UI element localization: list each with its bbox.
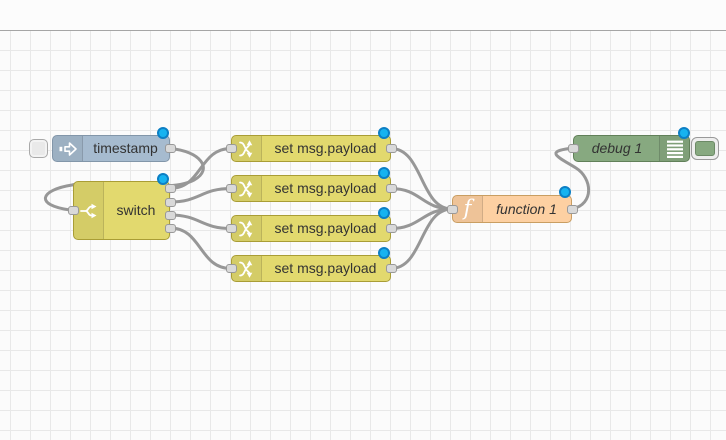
output-port[interactable] — [385, 264, 397, 273]
input-port[interactable] — [225, 224, 237, 233]
input-port[interactable] — [446, 204, 458, 214]
changed-indicator-dot — [157, 173, 169, 185]
input-port[interactable] — [225, 184, 237, 193]
wire-switch-out3-to-set-msg-payload-3[interactable] — [168, 213, 233, 230]
node-timestamp[interactable]: timestamp — [52, 135, 170, 162]
input-port[interactable] — [225, 144, 237, 153]
output-port[interactable] — [385, 224, 397, 233]
wire-switch-out4-to-set-msg-payload-4[interactable] — [168, 226, 233, 270]
change-icon — [232, 136, 262, 161]
wire-set-msg-payload-4-to-function-1[interactable] — [389, 207, 454, 270]
debug-toggle-button[interactable] — [691, 137, 719, 160]
function-f-icon: f — [453, 196, 483, 222]
debug-lines-icon — [659, 136, 689, 161]
changed-indicator-dot — [559, 186, 571, 198]
change-icon — [232, 216, 262, 241]
input-port[interactable] — [567, 144, 579, 153]
node-label: set msg.payload — [274, 220, 377, 236]
changed-indicator-dot — [378, 247, 390, 259]
node-function-1[interactable]: f function 1 — [452, 195, 572, 223]
node-debug-1[interactable]: debug 1 — [573, 135, 690, 162]
changed-indicator-dot — [378, 127, 390, 139]
output-port[interactable] — [164, 197, 176, 207]
output-port[interactable] — [164, 144, 176, 153]
node-set-msg-payload-4[interactable]: set msg.payload — [231, 255, 391, 282]
debug-toggle-enabled-state — [695, 141, 715, 156]
node-set-msg-payload-2[interactable]: set msg.payload — [231, 175, 391, 202]
node-set-msg-payload-3[interactable]: set msg.payload — [231, 215, 391, 242]
change-icon — [232, 176, 262, 201]
output-port[interactable] — [385, 144, 397, 153]
node-label: timestamp — [93, 140, 158, 156]
node-label: switch — [116, 202, 156, 218]
node-label: function 1 — [496, 201, 557, 217]
change-icon — [232, 256, 262, 281]
node-switch[interactable]: switch — [73, 181, 170, 240]
switch-icon — [74, 182, 104, 239]
inject-trigger-button[interactable] — [29, 138, 48, 158]
node-label: set msg.payload — [274, 140, 377, 156]
changed-indicator-dot — [378, 167, 390, 179]
output-port[interactable] — [164, 210, 176, 220]
output-port[interactable] — [164, 184, 176, 193]
changed-indicator-dot — [678, 127, 690, 139]
input-port[interactable] — [225, 264, 237, 273]
node-label: set msg.payload — [274, 260, 377, 276]
wire-function-1-to-debug-1[interactable] — [554, 147, 590, 211]
input-port[interactable] — [67, 205, 79, 215]
wire-switch-out1-to-set-msg-payload-1[interactable] — [168, 147, 233, 190]
wire-switch-out2-to-set-msg-payload-2[interactable] — [168, 187, 233, 204]
node-label: set msg.payload — [274, 180, 377, 196]
output-port[interactable] — [385, 184, 397, 193]
output-port[interactable] — [566, 204, 578, 214]
changed-indicator-dot — [157, 127, 169, 139]
editor-header-strip — [0, 0, 726, 31]
node-label: debug 1 — [591, 140, 643, 156]
inject-arrow-icon — [53, 136, 83, 161]
node-set-msg-payload-1[interactable]: set msg.payload — [231, 135, 391, 162]
changed-indicator-dot — [378, 207, 390, 219]
output-port[interactable] — [164, 223, 176, 233]
